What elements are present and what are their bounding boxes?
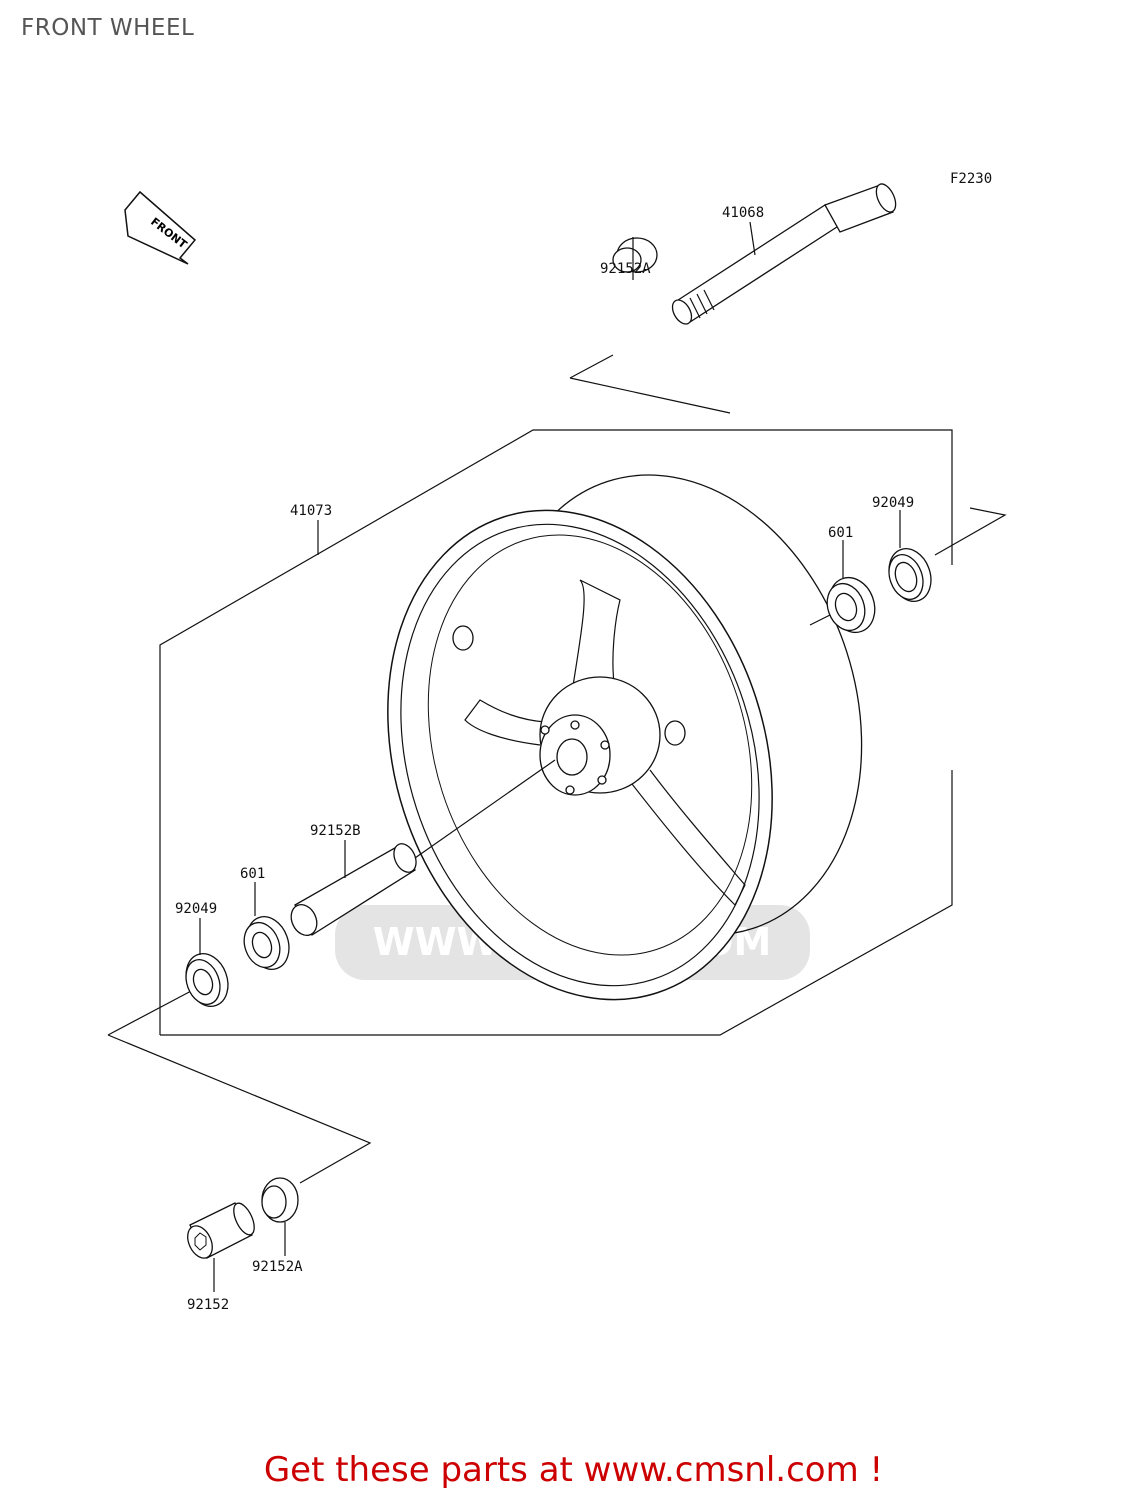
wheel-assembly-frame	[159, 354, 953, 1036]
axle-41068	[671, 183, 897, 325]
callout-bearing-left: 601	[240, 866, 265, 882]
spacer-92152b	[290, 759, 556, 937]
callout-wheel: 41073	[290, 503, 332, 519]
callout-bearing-right: 601	[828, 525, 853, 541]
callout-collar-bottom-left: 92152A	[252, 1259, 303, 1275]
collar-92152a-bottom	[261, 1177, 299, 1223]
collar-92152-bottom	[187, 1202, 255, 1259]
footer-parts-link[interactable]: Get these parts at www.cmsnl.com !	[263, 1450, 884, 1490]
diagram-code: F2230	[950, 171, 992, 187]
seal-right-leader-bracket	[934, 507, 1007, 556]
bearing-601-right	[826, 576, 876, 634]
callout-collar-bottom: 92152	[187, 1297, 229, 1313]
parts-diagram: WWW.CMSNL.COM FRONT F2230 41068 92152A	[107, 171, 1007, 1313]
collar-92152a-top	[612, 237, 658, 280]
callout-axle: 41068	[722, 205, 764, 221]
seal-92049-left	[185, 953, 229, 1007]
bearing-601-left	[243, 916, 290, 970]
callout-seal-right: 92049	[872, 495, 914, 511]
seal-92049-right	[888, 548, 932, 602]
callout-seal-left: 92049	[175, 901, 217, 917]
front-direction-arrow-icon: FRONT	[124, 190, 197, 265]
callout-collar-top-right: 92152A	[600, 261, 651, 277]
callout-spacer: 92152B	[310, 823, 361, 839]
page-title: FRONT WHEEL	[21, 15, 195, 41]
front-wheel-41073	[387, 474, 863, 1001]
